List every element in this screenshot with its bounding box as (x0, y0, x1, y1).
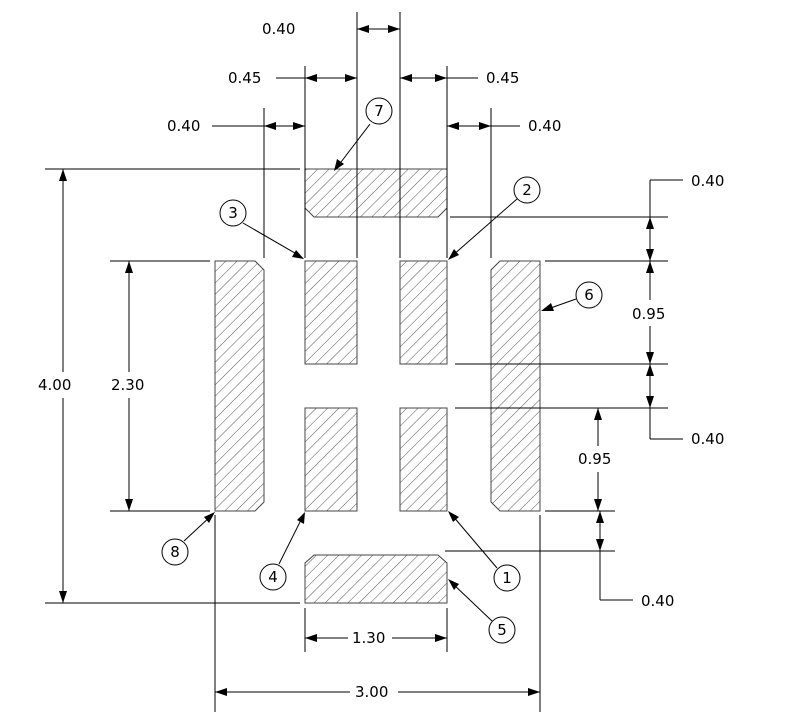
dim-right-lower-pitch: 0.95 (578, 408, 611, 511)
callout-3: 3 (219, 199, 304, 259)
callout-7-label: 7 (374, 102, 384, 120)
callout-2: 2 (448, 176, 541, 260)
dim-top-gap: 0.40 (262, 20, 400, 38)
callout-3-label: 3 (228, 204, 238, 222)
pad-3 (304, 260, 358, 365)
dim-right-bottom-gap: 0.40 (596, 511, 674, 610)
extension-lines (45, 12, 668, 712)
dim-side-pad-length-label: 2.30 (111, 376, 144, 394)
dim-right-bottom-gap-label: 0.40 (641, 592, 674, 610)
callout-8-label: 8 (170, 543, 180, 561)
dim-side-pad-length: 2.30 (111, 261, 144, 511)
dim-side-gap-left-label: 0.40 (167, 117, 200, 135)
callout-4: 4 (259, 512, 305, 591)
dim-right-lower-pitch-label: 0.95 (578, 450, 611, 468)
dim-right-mid-gap-label: 0.40 (691, 430, 724, 448)
dim-pad-width-left-label: 0.45 (228, 69, 261, 87)
dim-right-top-gap: 0.40 (646, 172, 724, 261)
dim-top-gap-label: 0.40 (262, 20, 295, 38)
callout-6: 6 (541, 281, 603, 311)
dim-side-gap-right: 0.40 (447, 117, 561, 135)
dim-bottom-pad-width-label: 1.30 (352, 629, 385, 647)
dim-right-pad-pitch-label: 0.95 (632, 305, 665, 323)
callout-5-label: 5 (497, 621, 507, 639)
dim-total-width-label: 3.00 (355, 683, 388, 701)
pad-2 (399, 260, 448, 365)
dim-right-mid-gap: 0.40 (646, 364, 724, 448)
dim-total-height: 4.00 (38, 169, 71, 603)
callout-2-label: 2 (522, 181, 532, 199)
callout-4-label: 4 (268, 568, 278, 586)
dim-pad-width-left: 0.45 (228, 69, 357, 87)
pad-1 (399, 407, 448, 512)
callout-6-label: 6 (584, 286, 594, 304)
dim-right-top-gap-label: 0.40 (691, 172, 724, 190)
dim-side-gap-right-label: 0.40 (528, 117, 561, 135)
dim-pad-width-right: 0.45 (400, 69, 519, 87)
callout-5: 5 (448, 579, 516, 644)
pad-4 (304, 407, 358, 512)
dim-side-gap-left: 0.40 (167, 117, 305, 135)
callout-1: 1 (448, 511, 521, 592)
dim-bottom-pad-width: 1.30 (305, 629, 447, 647)
dim-right-pad-pitch: 0.95 (632, 261, 665, 364)
callout-1-label: 1 (502, 569, 512, 587)
pad-8-left (214, 260, 265, 512)
callout-8: 8 (161, 512, 215, 566)
dim-pad-width-right-label: 0.45 (486, 69, 519, 87)
pad-5-bottom (304, 554, 448, 604)
pad-7-top (304, 168, 448, 218)
dim-total-height-label: 4.00 (38, 376, 71, 394)
dim-total-width: 3.00 (215, 683, 540, 701)
pad-6-right (490, 260, 541, 512)
callout-7: 7 (334, 97, 393, 171)
